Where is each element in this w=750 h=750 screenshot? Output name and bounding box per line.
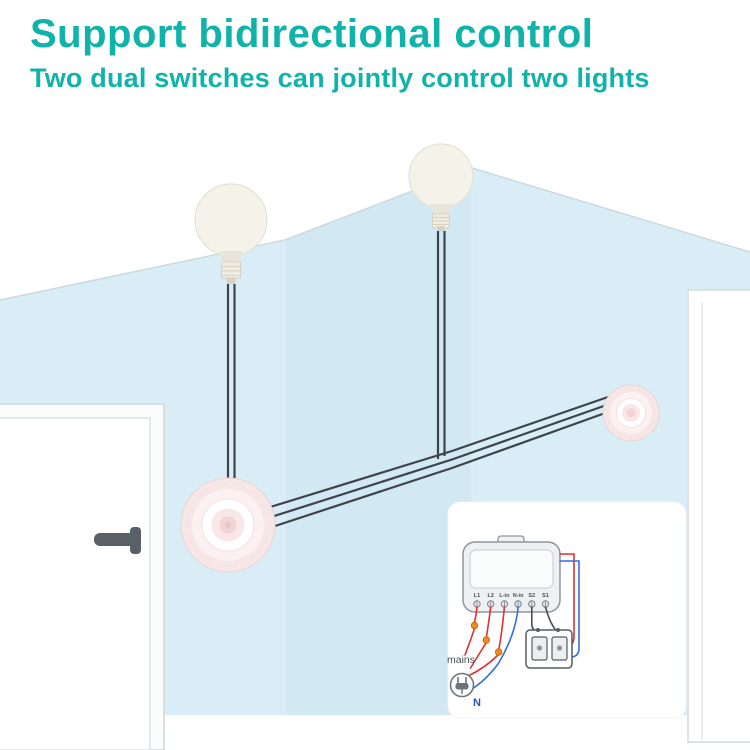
right-door xyxy=(687,289,750,743)
wiring-inset: L1 L2 L-in N-in S2 S1 xyxy=(447,501,687,719)
bulb-right-wire xyxy=(436,231,446,459)
page-title: Support bidirectional control xyxy=(30,12,594,56)
terminal-label-nin: N-in xyxy=(513,593,524,599)
mains-plug-icon xyxy=(449,672,475,698)
page-subtitle: Two dual switches can jointly control tw… xyxy=(30,62,650,93)
terminal-label-l1: L1 xyxy=(474,593,480,599)
terminal-label-s2: S2 xyxy=(528,593,535,599)
header: Support bidirectional control Two dual s… xyxy=(30,12,735,94)
neutral-label: N xyxy=(473,697,481,709)
wall-switch-left xyxy=(180,477,276,573)
terminal-labels: L1 L2 L-in N-in S2 S1 xyxy=(474,593,549,599)
terminal-label-l2: L2 xyxy=(487,593,493,599)
light-bulb-right xyxy=(408,143,474,459)
wire-nuts xyxy=(470,621,503,656)
neutral-wires xyxy=(471,560,580,690)
door-handle-icon xyxy=(94,527,141,554)
corner-wall xyxy=(285,168,472,715)
light-bulb-left xyxy=(194,183,268,480)
wire-bundle xyxy=(266,395,609,529)
left-door xyxy=(0,403,165,750)
terminal-label-s1: S1 xyxy=(542,593,549,599)
bulb-left-wire xyxy=(226,284,236,480)
mains-label: mains xyxy=(447,654,475,666)
dual-switch-schematic xyxy=(525,628,573,669)
wall-switch-right xyxy=(602,384,660,442)
terminal-label-lin: L-in xyxy=(499,593,510,599)
live-wires xyxy=(464,553,575,677)
smart-switch-module: L1 L2 L-in N-in S2 S1 xyxy=(462,535,561,613)
